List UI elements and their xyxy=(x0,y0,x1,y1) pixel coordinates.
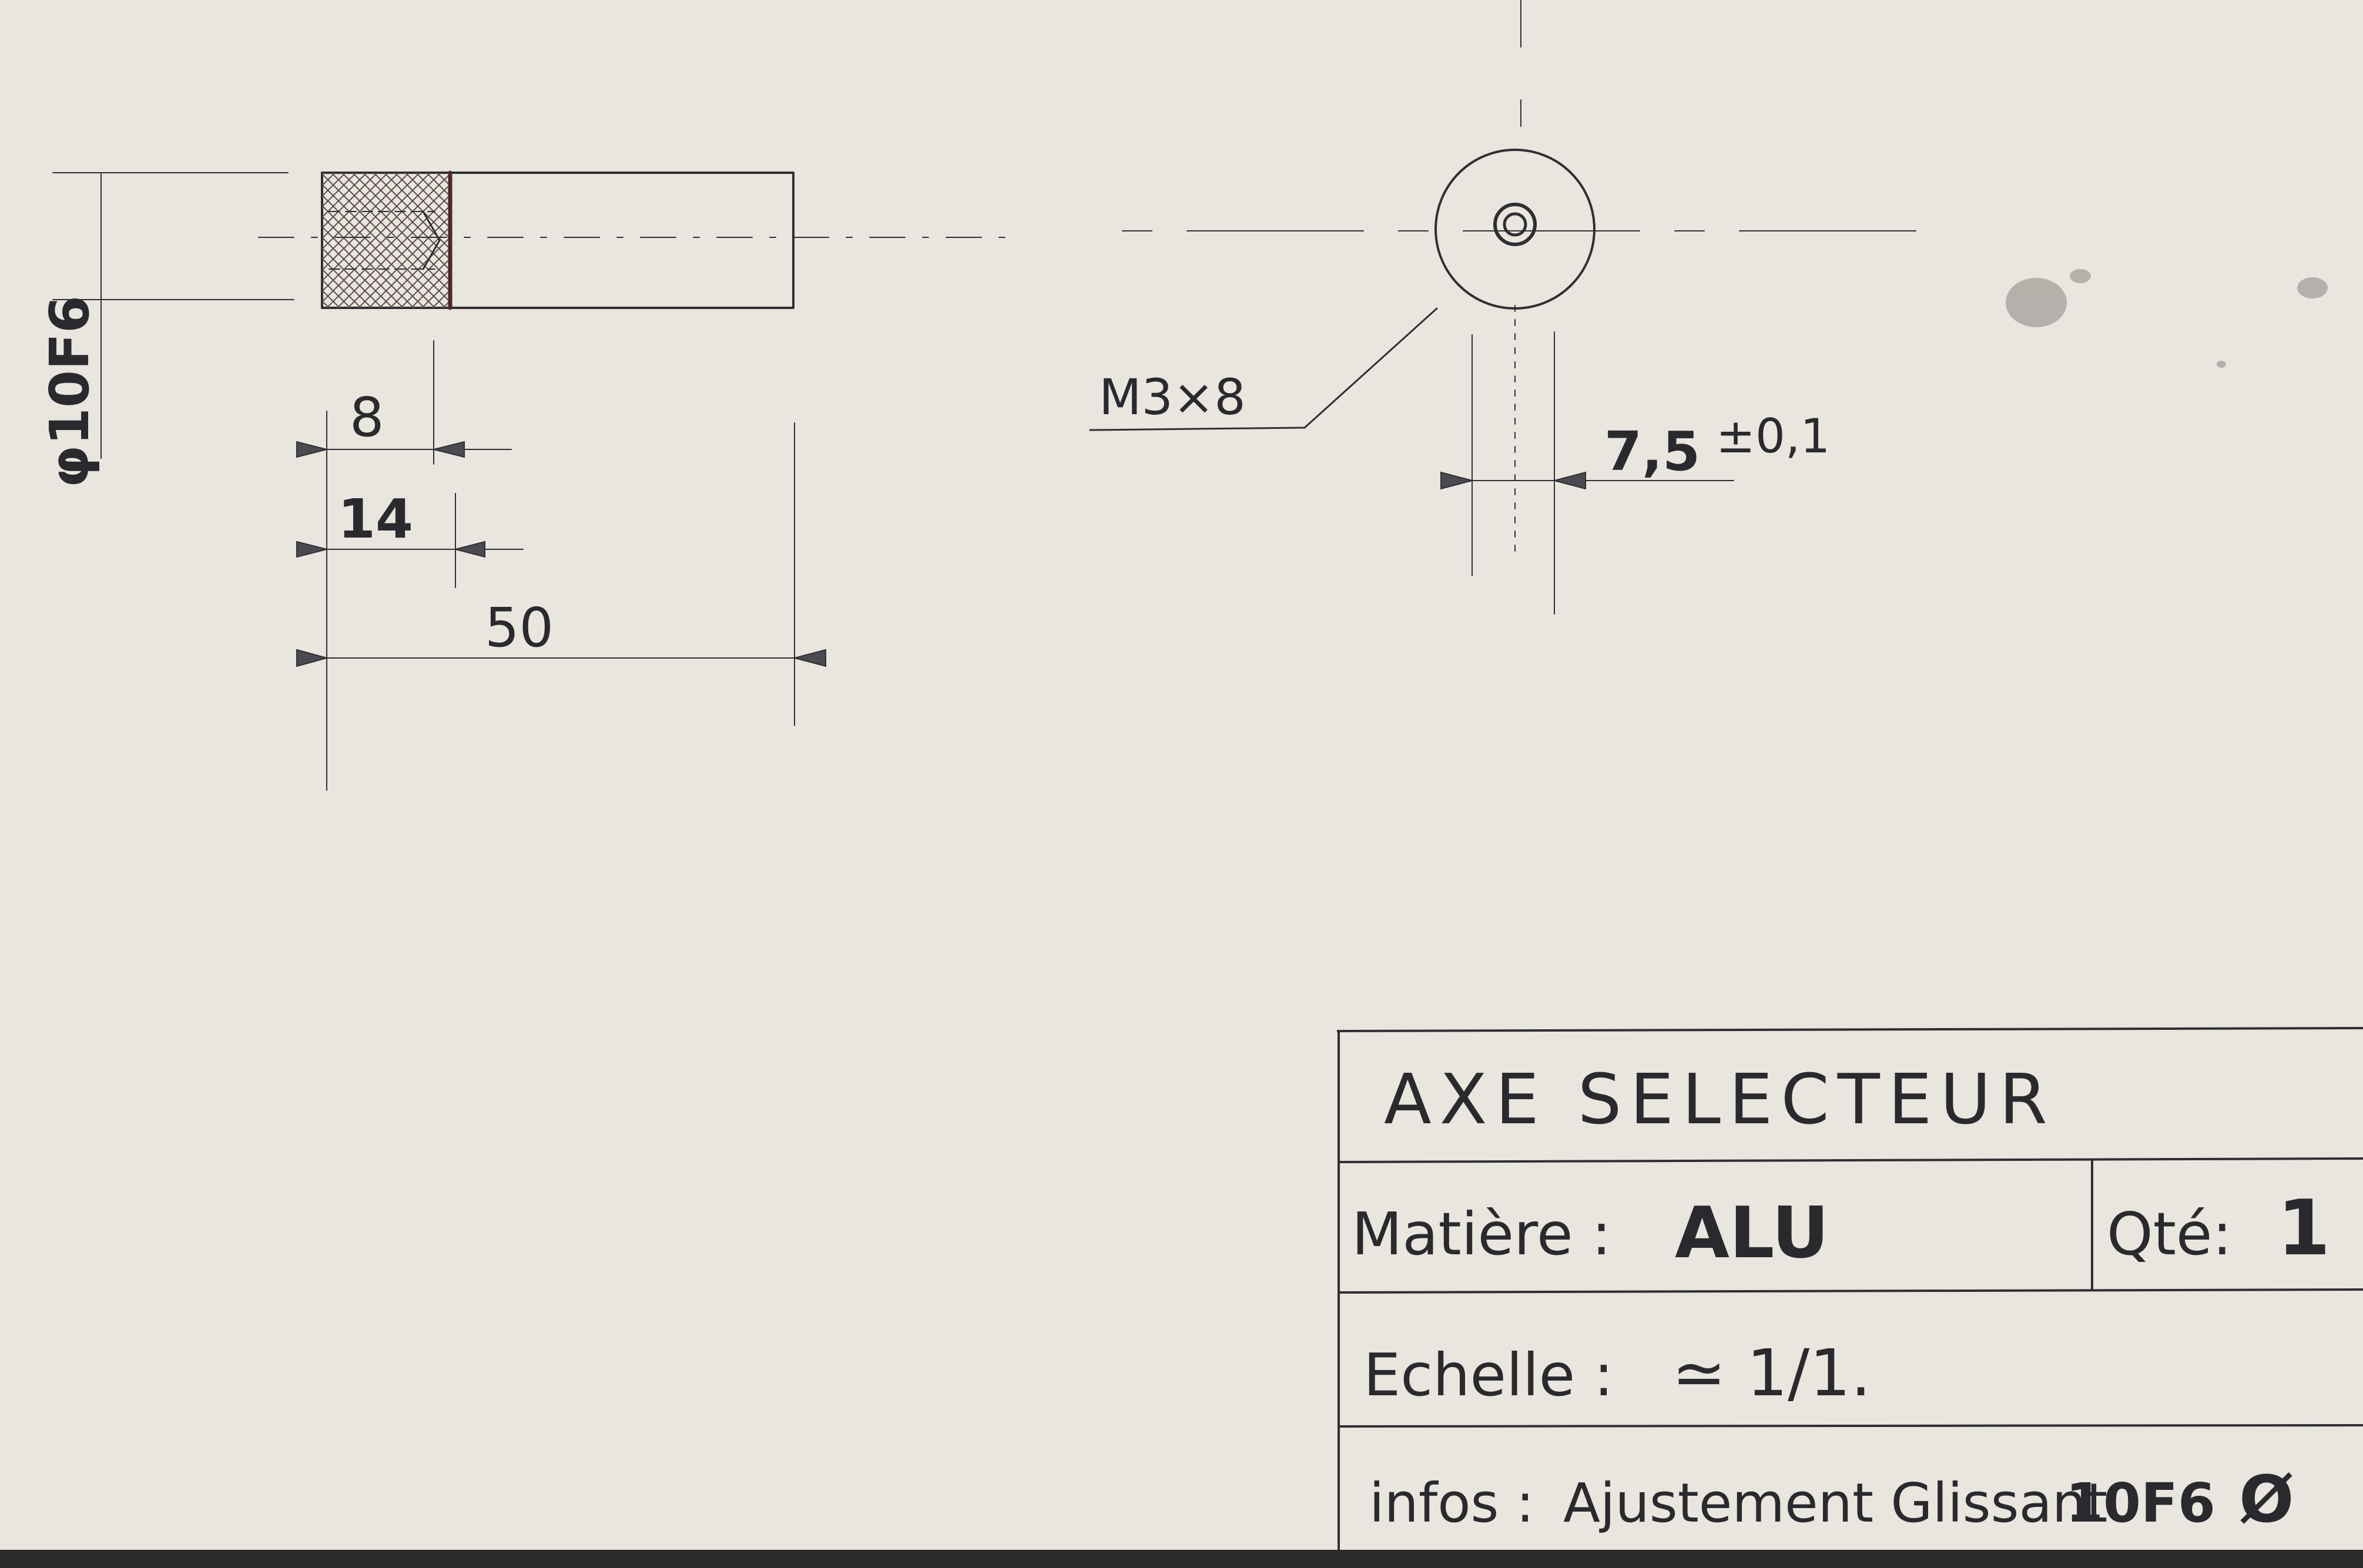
material-value: ALU xyxy=(1675,1193,1829,1274)
arrow-8-left xyxy=(296,441,327,458)
flat-arrow-right xyxy=(1552,471,1586,490)
paper-stains xyxy=(2006,269,2328,368)
drill-tip xyxy=(422,210,441,270)
arrow-8-right xyxy=(433,441,465,458)
arrow-14-right xyxy=(453,540,485,558)
title-block-top xyxy=(1336,1027,2363,1032)
leader-shelf xyxy=(1089,427,1306,431)
dim-label-8: 8 xyxy=(350,386,384,449)
diameter-symbol: Ø xyxy=(2239,1462,2294,1537)
info-fit: 10F6 xyxy=(2066,1472,2215,1535)
title-row-divider-2 xyxy=(1338,1288,2363,1294)
arrow-14-left xyxy=(296,540,327,558)
thread-callout: M3×8 xyxy=(1099,368,1246,426)
title-row-divider-1 xyxy=(1338,1157,2363,1163)
sheet-bottom-edge xyxy=(0,1550,2363,1568)
scale-value: ≃ 1/1. xyxy=(1672,1335,1871,1411)
diameter-label: φ10F6 xyxy=(38,296,101,488)
shaft-circle xyxy=(1434,149,1596,310)
dim-label-14: 14 xyxy=(338,488,413,550)
arrow-50-right xyxy=(792,649,826,667)
front-view xyxy=(52,170,1011,791)
title-block xyxy=(1336,1027,2363,1554)
info-value: Ajustement Glissant xyxy=(1563,1472,2107,1535)
info-label: infos : xyxy=(1369,1472,1534,1535)
flat-tolerance-label: ±0,1 xyxy=(1716,409,1830,464)
material-label: Matière : xyxy=(1352,1200,1611,1268)
quantity-value: 1 xyxy=(2277,1183,2330,1272)
tapped-hole-inner xyxy=(1503,212,1527,237)
dim-label-50: 50 xyxy=(485,596,554,659)
title-row-divider-3 xyxy=(1338,1424,2363,1428)
side-view xyxy=(1089,0,1952,615)
leader-line xyxy=(1303,307,1438,429)
tapped-hole-outer xyxy=(1493,203,1537,246)
tapped-hole-section xyxy=(322,173,450,308)
part-title: AXE SELECTEUR xyxy=(1384,1059,2056,1140)
flat-arrow-left xyxy=(1440,471,1474,490)
arrow-50-left xyxy=(296,649,329,667)
flat-dimension-label: 7,5 xyxy=(1604,420,1700,483)
scale-label: Echelle : xyxy=(1363,1341,1614,1409)
quantity-label: Qté: xyxy=(2107,1200,2232,1268)
